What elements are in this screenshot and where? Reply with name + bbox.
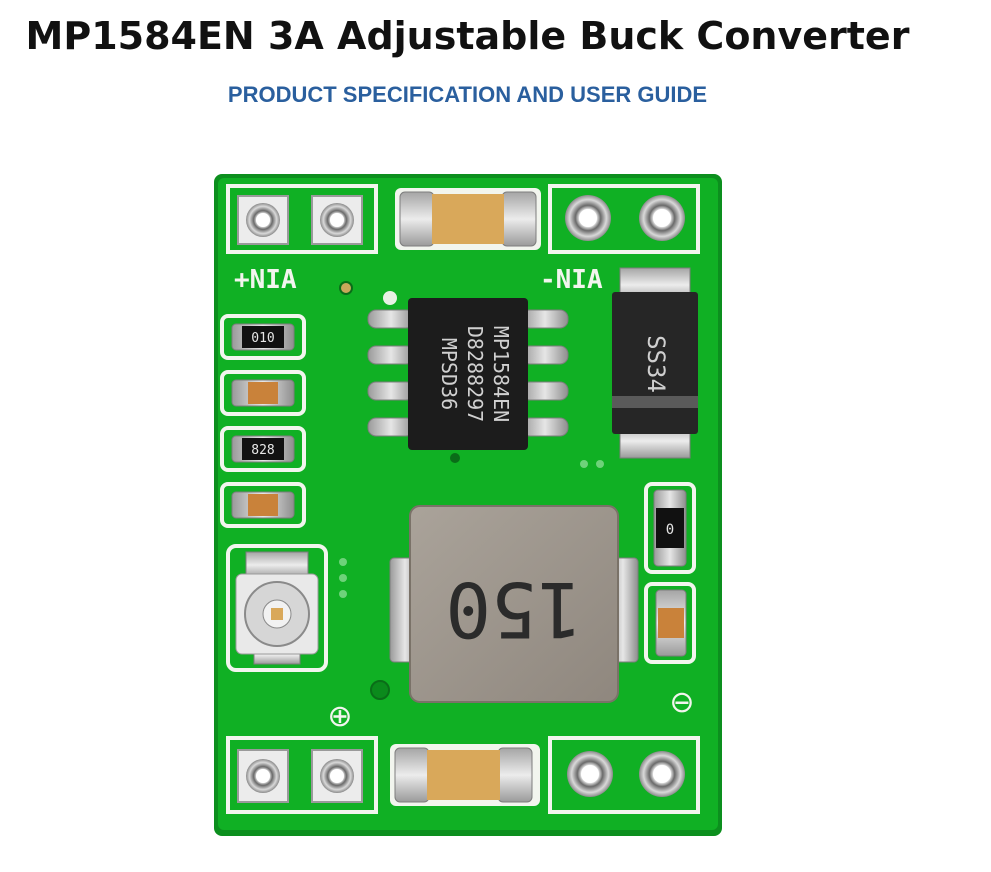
left-smd-components: 010 828 bbox=[231, 323, 295, 519]
page-subtitle: PRODUCT SPECIFICATION AND USER GUIDE bbox=[227, 82, 708, 107]
inductor-150: 150 bbox=[389, 505, 639, 703]
input-header-pads bbox=[237, 195, 685, 245]
resistor-top-marking: 010 bbox=[251, 331, 274, 346]
output-capacitor bbox=[390, 744, 540, 806]
right-capacitor bbox=[655, 589, 687, 657]
vias bbox=[339, 281, 604, 700]
output-plus-symbol: ⊕ bbox=[327, 699, 352, 734]
ss34-diode: SS34 bbox=[612, 267, 698, 459]
small-resistor-marking: 0 bbox=[666, 522, 674, 538]
ic-marking-line1: MP1584EN bbox=[489, 326, 513, 422]
ic-marking-line3: MPSD36 bbox=[437, 338, 461, 410]
resistor-mid-marking: 828 bbox=[251, 443, 274, 458]
inductor-marking: 150 bbox=[445, 565, 582, 654]
product-photo: +NIA -NIA MP1584EN D8288297 MPSD36 bbox=[200, 160, 740, 850]
page-title: MP1584EN 3A Adjustable Buck Converter bbox=[25, 14, 910, 58]
input-capacitor bbox=[395, 188, 541, 250]
ic-marking-line2: D8288297 bbox=[463, 326, 487, 422]
trim-potentiometer bbox=[235, 551, 319, 665]
right-small-resistor: 0 bbox=[653, 489, 687, 567]
vin-minus-label: -NIA bbox=[540, 265, 603, 295]
vin-plus-label: +NIA bbox=[234, 265, 297, 295]
diode-marking: SS34 bbox=[642, 335, 670, 393]
buck-converter-board-illustration: +NIA -NIA MP1584EN D8288297 MPSD36 bbox=[214, 174, 722, 836]
output-minus-symbol: ⊖ bbox=[669, 685, 694, 720]
output-header-pads bbox=[237, 749, 685, 803]
silkscreen-outlines bbox=[220, 184, 700, 814]
mp1584en-ic: MP1584EN D8288297 MPSD36 bbox=[367, 298, 569, 450]
